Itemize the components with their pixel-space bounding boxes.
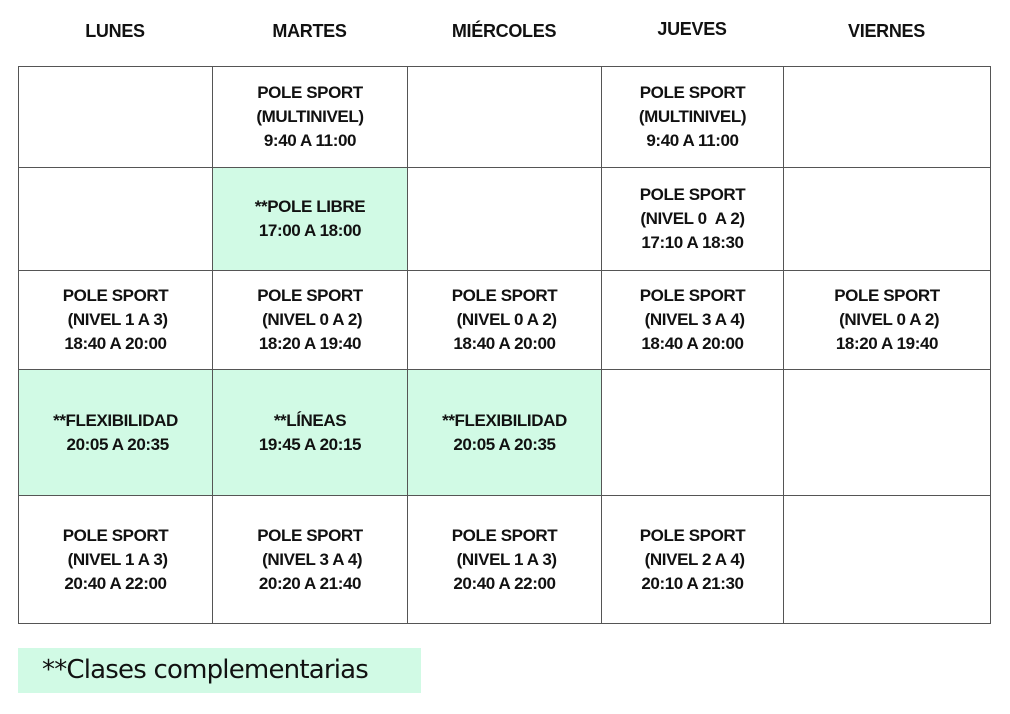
class-cell: POLE SPORT (NIVEL 3 A 4) 18:40 A 20:00 [602, 271, 784, 370]
class-cell-line: 20:20 A 21:40 [258, 573, 362, 593]
class-cell-line: 17:00 A 18:00 [258, 221, 362, 240]
class-cell-line: POLE SPORT [257, 525, 363, 545]
class-cell: POLE SPORT (NIVEL 0 A 2) 18:40 A 20:00 [408, 271, 602, 370]
class-cell-line: **FLEXIBILIDAD [53, 410, 178, 430]
class-cell: POLE SPORT (NIVEL 3 A 4) 20:20 A 21:40 [213, 496, 408, 624]
class-cell-line: (NIVEL 0 A 2) [640, 209, 745, 228]
class-cell-line: (NIVEL 1 A 3) [63, 549, 168, 569]
class-cell-line: 20:40 A 22:00 [453, 573, 556, 593]
class-cell-line: 19:45 A 20:15 [258, 434, 362, 454]
class-cell-line: 9:40 A 11:00 [263, 131, 357, 150]
class-cell-line: POLE SPORT [257, 83, 363, 102]
class-cell-line: (NIVEL 0 A 2) [257, 310, 363, 329]
class-cell-line: (NIVEL 1 A 3) [452, 549, 557, 569]
empty-cell [784, 67, 991, 168]
class-cell-line: POLE SPORT [639, 286, 746, 305]
class-cell: POLE SPORT (NIVEL 0 A 2) 18:20 A 19:40 [784, 271, 991, 370]
class-cell-line: **LÍNEAS [273, 410, 347, 430]
class-cell-line: POLE SPORT [451, 286, 558, 305]
class-cell: **FLEXIBILIDAD 20:05 A 20:35 [19, 370, 213, 496]
class-cell-line: 9:40 A 11:00 [646, 131, 739, 150]
class-cell: POLE SPORT (NIVEL 1 A 3) 20:40 A 22:00 [19, 496, 213, 624]
day-header-4: VIERNES [848, 21, 925, 41]
legend-complementary-classes: **Clases complementarias [18, 648, 421, 693]
class-cell-line: POLE SPORT [639, 185, 746, 204]
empty-cell [19, 67, 213, 168]
class-cell-line: POLE SPORT [451, 525, 558, 545]
day-header-2: MIÉRCOLES [451, 21, 557, 41]
class-cell-line: 20:10 A 21:30 [641, 573, 744, 593]
class-cell-line: **FLEXIBILIDAD [442, 410, 567, 430]
class-cell-line: 18:40 A 20:00 [64, 334, 167, 353]
class-cell-line: 20:40 A 22:00 [64, 573, 167, 593]
class-cell-line: POLE SPORT [639, 83, 746, 102]
empty-cell [408, 67, 602, 168]
empty-cell [19, 168, 213, 271]
class-cell-line: POLE SPORT [257, 286, 363, 305]
day-header-0: LUNES [85, 21, 145, 41]
class-cell-line: 20:05 A 20:35 [453, 434, 556, 454]
class-cell-line: 18:40 A 20:00 [641, 334, 744, 353]
class-cell-line: POLE SPORT [62, 525, 169, 545]
day-header-1: MARTES [272, 21, 347, 41]
class-cell-line: 18:40 A 20:00 [453, 334, 556, 353]
empty-cell [602, 370, 784, 496]
class-cell-line: (NIVEL 0 A 2) [834, 310, 940, 329]
day-header-row: LUNES MARTES MIÉRCOLES JUEVES VIERNES [18, 18, 990, 44]
class-cell: **POLE LIBRE 17:00 A 18:00 [213, 168, 408, 271]
class-cell-line: (NIVEL 3 A 4) [640, 310, 745, 329]
empty-cell [784, 370, 991, 496]
class-cell-line: **POLE LIBRE [254, 197, 366, 216]
class-cell-line: 20:05 A 20:35 [62, 434, 170, 454]
class-cell-line: (NIVEL 3 A 4) [257, 549, 363, 569]
class-cell: POLE SPORT (NIVEL 1 A 3) 18:40 A 20:00 [19, 271, 213, 370]
class-cell: POLE SPORT (NIVEL 1 A 3) 20:40 A 22:00 [408, 496, 602, 624]
class-cell: **LÍNEAS 19:45 A 20:15 [213, 370, 408, 496]
empty-cell [784, 496, 991, 624]
class-cell-line: (MULTINIVEL) [256, 107, 364, 126]
class-cell-line: (MULTINIVEL) [638, 107, 747, 126]
class-cell: POLE SPORT (NIVEL 0 A 2) 18:20 A 19:40 [213, 271, 408, 370]
class-cell-line: POLE SPORT [834, 286, 940, 305]
class-cell: POLE SPORT (MULTINIVEL) 9:40 A 11:00 [602, 67, 784, 168]
class-cell-line: (NIVEL 2 A 4) [640, 549, 745, 569]
class-cell-line: POLE SPORT [639, 525, 746, 545]
class-cell: POLE SPORT (NIVEL 0 A 2) 17:10 A 18:30 [602, 168, 784, 271]
empty-cell [408, 168, 602, 271]
class-cell-line: 17:10 A 18:30 [641, 233, 744, 252]
class-cell-line: (NIVEL 1 A 3) [63, 310, 168, 329]
class-cell-line: 18:20 A 19:40 [258, 334, 362, 353]
class-cell: **FLEXIBILIDAD 20:05 A 20:35 [408, 370, 602, 496]
class-cell-line: POLE SPORT [62, 286, 169, 305]
class-cell-line: 18:20 A 19:40 [835, 334, 939, 353]
class-cell-line: (NIVEL 0 A 2) [452, 310, 557, 329]
class-cell: POLE SPORT (NIVEL 2 A 4) 20:10 A 21:30 [602, 496, 784, 624]
empty-cell [784, 168, 991, 271]
class-cell: POLE SPORT (MULTINIVEL) 9:40 A 11:00 [213, 67, 408, 168]
day-header-3: JUEVES [657, 19, 727, 39]
